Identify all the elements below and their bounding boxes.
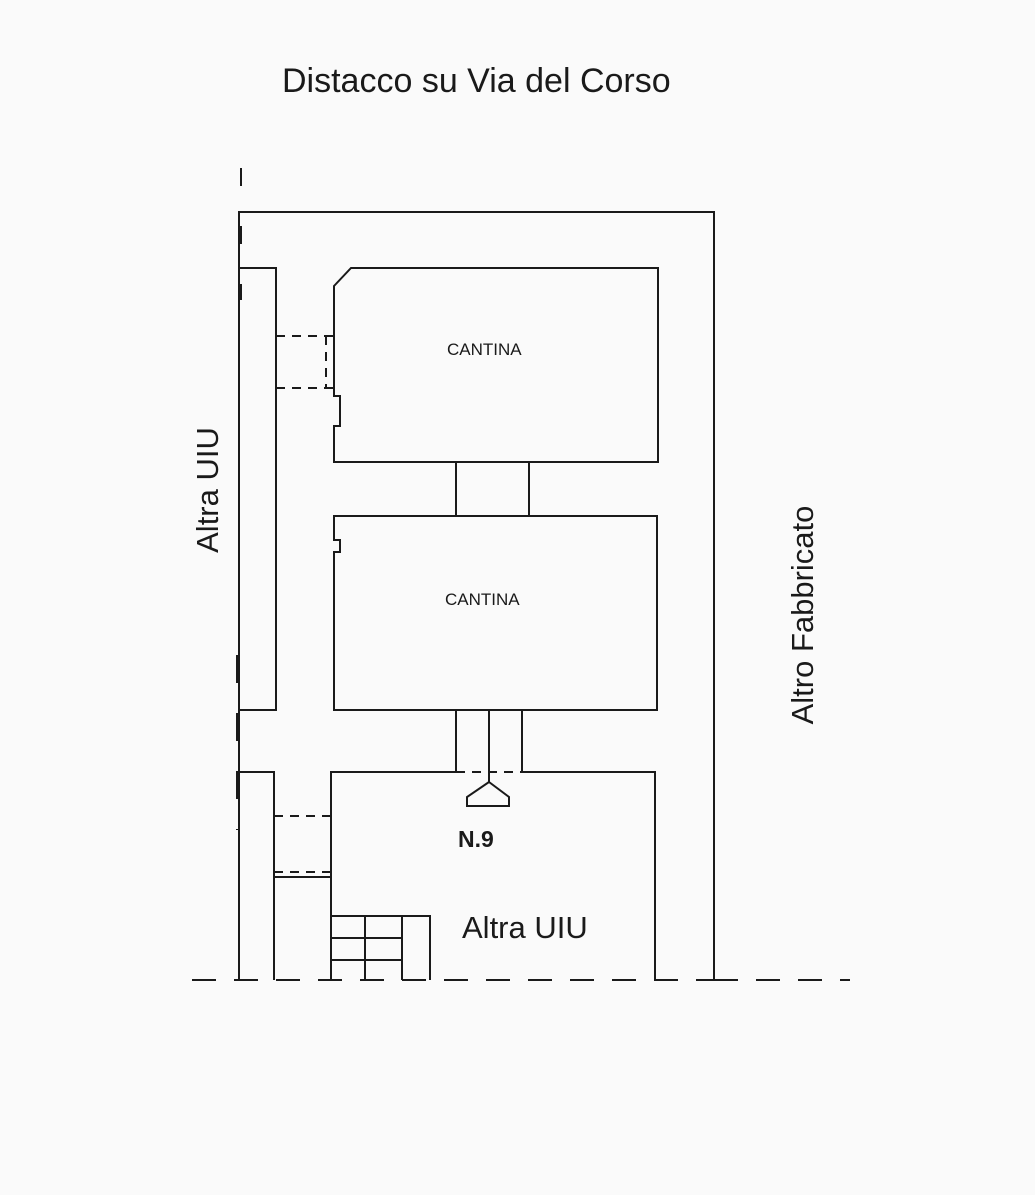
- left-corridor-wall: [239, 267, 277, 711]
- bottom-room-wall-right: [522, 771, 656, 980]
- lower-left-door: [274, 815, 331, 873]
- bottom-room-wall-left: [330, 771, 456, 980]
- entrance-number-label: N.9: [458, 826, 494, 852]
- cantina-upper-outline: [333, 267, 659, 463]
- outer-wall: [238, 211, 715, 980]
- label-altro-fabbricato: Altro Fabbricato: [785, 505, 820, 725]
- lower-left-wall: [239, 771, 275, 980]
- cantina-upper-door: [276, 335, 334, 389]
- entrance-arrow-icon: [466, 780, 510, 807]
- passage-door-lines: [456, 461, 529, 517]
- cantina-lower-outline: [333, 515, 658, 711]
- label-altra-uiu-left: Altra UIU: [190, 427, 225, 553]
- room-label-cantina-upper: CANTINA: [447, 340, 522, 359]
- room-label-cantina-lower: CANTINA: [445, 590, 520, 609]
- staircase: [331, 915, 431, 980]
- page-title: Distacco su Via del Corso: [282, 62, 671, 100]
- label-altra-uiu-bottom: Altra UIU: [462, 910, 588, 945]
